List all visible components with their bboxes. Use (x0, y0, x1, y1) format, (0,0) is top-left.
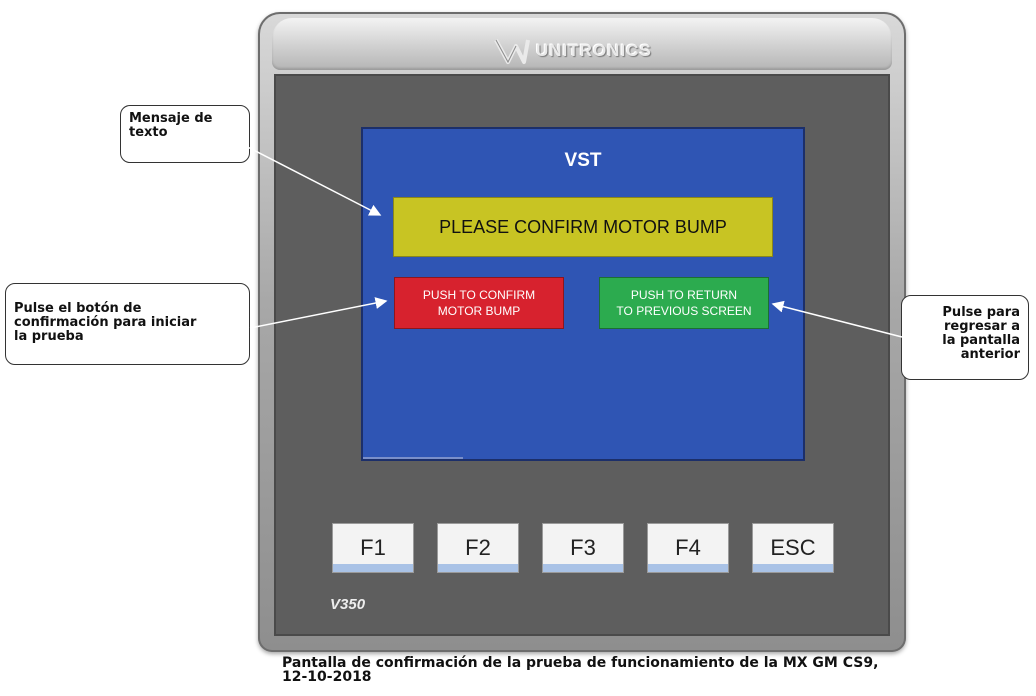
screen-title: VST (564, 150, 602, 171)
brand-name: UNITRONICS (536, 41, 652, 60)
figure-caption: Pantalla de confirmación de la prueba de… (282, 655, 879, 685)
callout-confirm-hint: Pulse el botón de confirmación para inic… (5, 283, 250, 365)
f3-key[interactable]: F3 (542, 523, 624, 573)
f1-key[interactable]: F1 (332, 523, 414, 573)
callout-return-hint: Pulse para regresar a la pantalla anteri… (901, 295, 1029, 380)
hmi-screen: VST PLEASE CONFIRM MOTOR BUMP PUSH TO CO… (361, 127, 805, 461)
arrow-confirm-hint (249, 297, 388, 329)
text-message-box: PLEASE CONFIRM MOTOR BUMP (393, 197, 773, 257)
callout-text-message: Mensaje de texto (120, 105, 250, 163)
brand-logo: UNITRONICS (494, 36, 652, 66)
arrow-return-hint (771, 300, 903, 338)
f2-key[interactable]: F2 (437, 523, 519, 573)
return-previous-screen-button[interactable]: PUSH TO RETURN TO PREVIOUS SCREEN (599, 277, 769, 329)
f4-key[interactable]: F4 (647, 523, 729, 573)
screen-status-strip (363, 457, 463, 459)
confirm-motor-bump-button[interactable]: PUSH TO CONFIRM MOTOR BUMP (394, 277, 564, 329)
model-label: V350 (330, 596, 366, 613)
device-top-bezel (272, 18, 892, 70)
arrow-text-message (233, 139, 382, 216)
unitronics-logo-icon (494, 39, 530, 64)
esc-key[interactable]: ESC (752, 523, 834, 573)
